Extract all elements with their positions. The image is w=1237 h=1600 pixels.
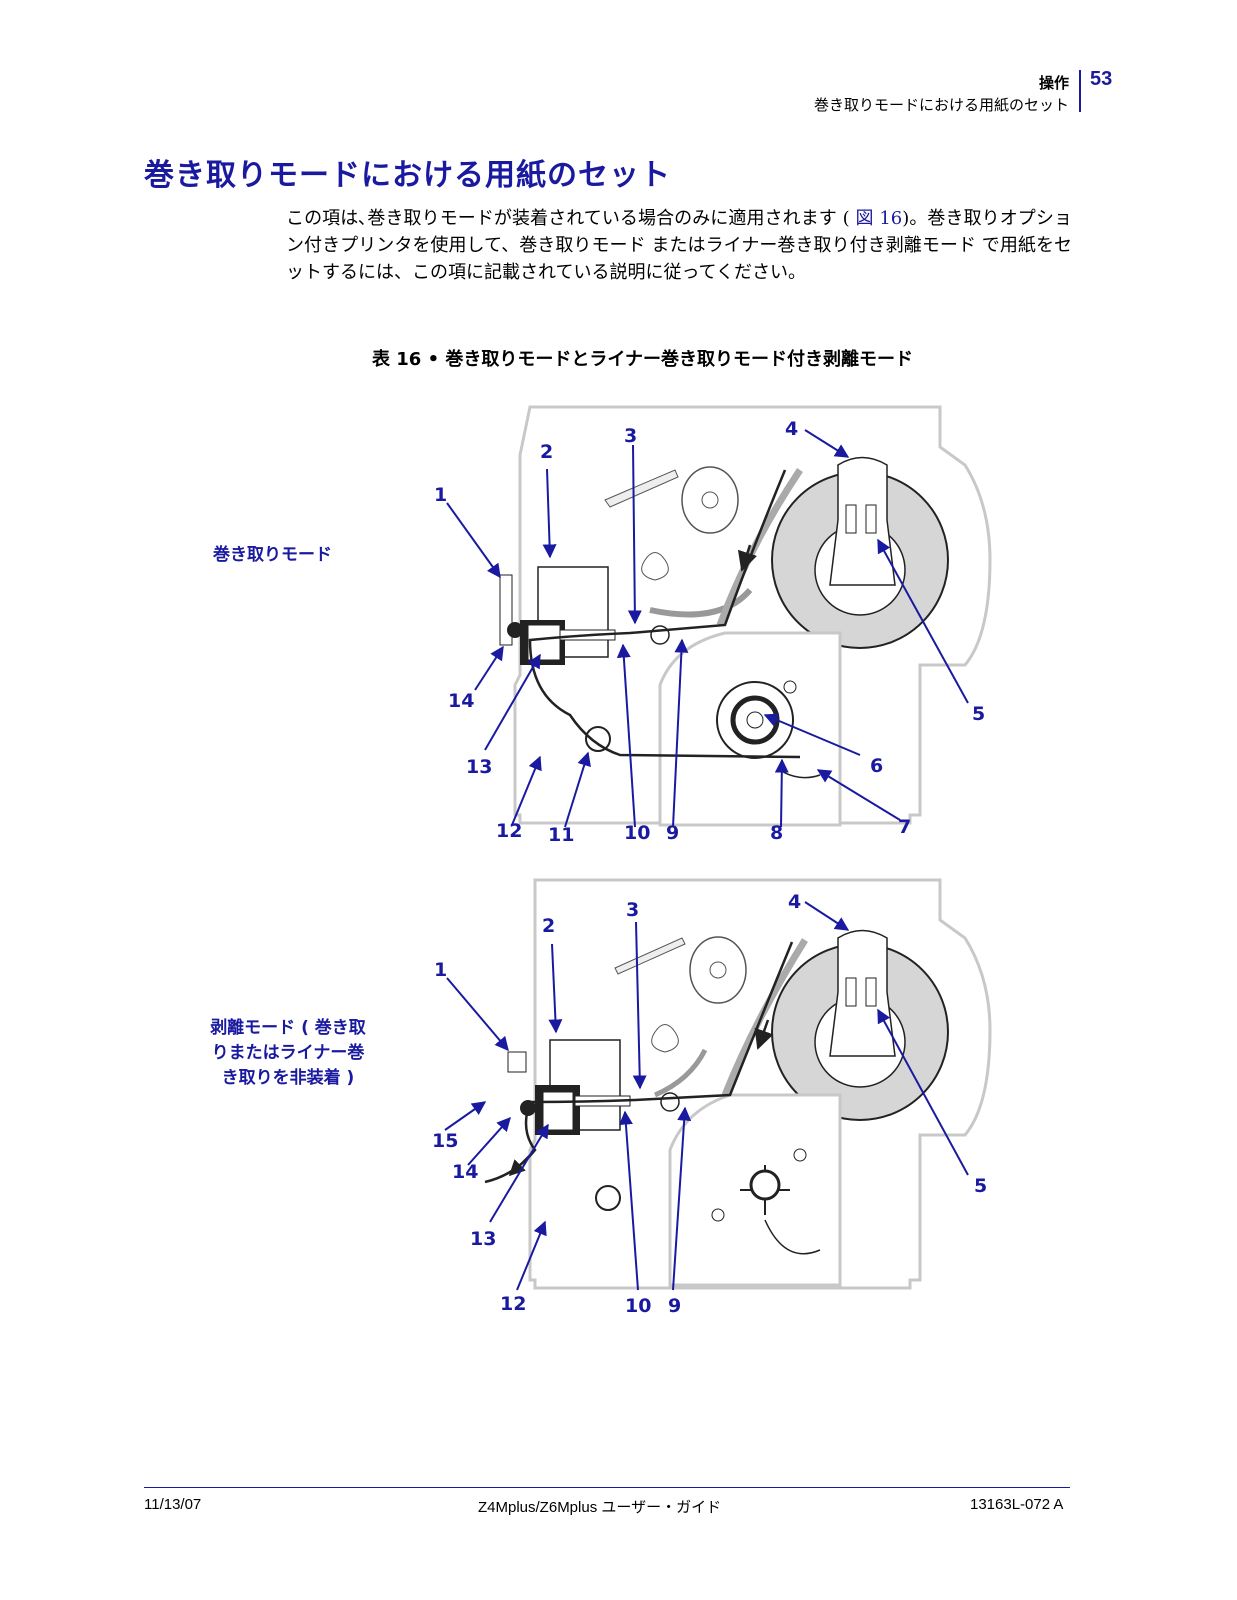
platen-roller	[507, 622, 523, 638]
rewind-mode-diagram: 1 2 3 4 5 6 7 8 9 10 11 12 13 14	[434, 405, 992, 846]
callout-4: 4	[788, 891, 801, 913]
callout-9: 9	[668, 1295, 681, 1317]
rewind-plate-pin	[711, 1208, 725, 1222]
ribbon-spindle-hub	[709, 961, 727, 979]
media-path-arrow	[754, 1019, 774, 1050]
callout-12: 12	[500, 1293, 526, 1315]
footer-divider	[144, 1487, 1070, 1488]
header-section: 操作	[1038, 74, 1069, 92]
callout-15: 15	[432, 1130, 458, 1152]
callout-7: 7	[898, 816, 911, 838]
callout-2: 2	[542, 915, 555, 937]
peel-mode-diagram: 1 2 3 4 5 9 10 12 13 14 15	[432, 878, 992, 1317]
callout-13: 13	[466, 756, 492, 778]
printhead-face	[527, 624, 561, 661]
callout-11: 11	[548, 824, 574, 846]
rewind-plate-guide	[764, 1219, 821, 1255]
callout-3: 3	[626, 899, 639, 921]
media-guide-slot	[865, 504, 877, 534]
figure-caption: 表 16 • 巻き取りモードとライナー巻き取りモード付き剥離モード	[372, 349, 913, 370]
callout-3: 3	[624, 425, 637, 447]
callout-1: 1	[434, 484, 447, 506]
ribbon-supply-spindle	[681, 466, 739, 534]
callout-8: 8	[770, 822, 783, 844]
rewind-mode-label: 巻き取りモード	[213, 545, 332, 565]
printhead-face	[542, 1091, 574, 1131]
callout-14: 14	[452, 1161, 478, 1183]
peel-mode-label-line: りまたはライナー巻	[211, 1043, 365, 1063]
printhead-release	[507, 1051, 527, 1073]
peel-mode-label-line: 剥離モード ( 巻き取	[210, 1018, 366, 1038]
media-guide	[829, 929, 896, 1057]
footer-date: 11/13/07	[144, 1496, 202, 1513]
upper-guide	[649, 587, 753, 618]
media-guide	[829, 456, 896, 586]
dancer-roller	[660, 1092, 680, 1112]
callout-6: 6	[870, 755, 883, 777]
callout-1: 1	[434, 959, 447, 981]
peel-mode-label: 剥離モード ( 巻き取 りまたはライナー巻 き取りを非装着 )	[188, 1016, 388, 1091]
page-title: 巻き取りモードにおける用紙のセット	[144, 158, 671, 193]
callout-5: 5	[972, 703, 985, 725]
intro-text-after: )。巻き取りオプション付きプリンタを使用して、巻き取りモード またはライナー巻き…	[286, 208, 1072, 283]
ribbon-guide	[604, 469, 679, 508]
ribbon-takeup-bracket	[651, 1024, 679, 1053]
ribbon-guide	[614, 937, 686, 975]
rewind-spindle	[749, 1169, 781, 1201]
intro-text-before: この項は､巻き取りモードが装着されている場合のみに適用されます (	[286, 208, 856, 229]
ribbon-spindle-hub	[701, 491, 719, 509]
rewind-spindle-core	[746, 711, 764, 729]
callout-10: 10	[625, 1295, 651, 1317]
callout-10: 10	[624, 822, 650, 844]
media-guide-slot	[865, 977, 877, 1007]
peel-mode-label-line: き取りを非装着 )	[221, 1068, 355, 1088]
media-guide-slot	[845, 977, 857, 1007]
media-guide-slot	[845, 504, 857, 534]
header-divider	[1079, 70, 1081, 112]
callout-9: 9	[666, 822, 679, 844]
intro-paragraph: この項は､巻き取りモードが装着されている場合のみに適用されます ( 図 16)。…	[286, 205, 1072, 286]
ribbon-supply-spindle	[689, 936, 747, 1004]
callout-4: 4	[785, 418, 798, 440]
rewind-plate-pin	[783, 680, 797, 694]
media-path-arrow	[737, 544, 758, 572]
printer-body-outline	[528, 878, 992, 1290]
rewind-plate-pin	[793, 1148, 807, 1162]
callout-13: 13	[470, 1228, 496, 1250]
upper-guide	[654, 1048, 708, 1098]
ribbon-takeup-bracket	[641, 552, 669, 581]
callout-12: 12	[496, 820, 522, 842]
footer-guide-title: Z4Mplus/Z6Mplus ユーザー・ガイド	[478, 1499, 722, 1516]
lower-roller	[595, 1185, 621, 1211]
callout-5: 5	[974, 1175, 987, 1197]
lower-roller	[585, 726, 611, 752]
callout-14: 14	[448, 690, 474, 712]
header-subtitle: 巻き取りモードにおける用紙のセット	[813, 96, 1069, 114]
page-number: 53	[1090, 68, 1113, 90]
footer-doc-number: 13163L-072 A	[970, 1496, 1064, 1513]
figure-reference-link[interactable]: 図 16	[855, 208, 903, 229]
callout-2: 2	[540, 441, 553, 463]
